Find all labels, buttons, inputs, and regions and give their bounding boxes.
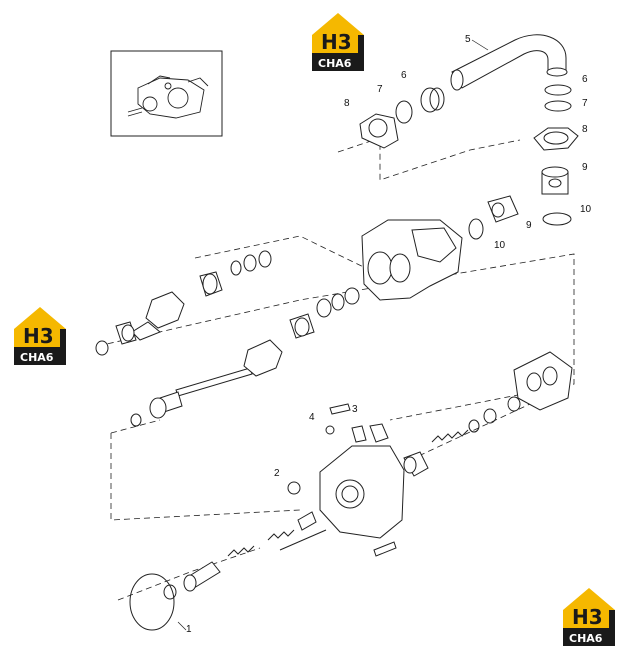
front-cover [319,423,429,539]
callout-2: 2 [274,468,280,479]
callout-6: 6 [582,74,588,85]
watermark-logo-mark: H3 [321,30,352,54]
callout-5: 5 [465,34,471,45]
middle-bearings [289,287,360,339]
watermark-logo: H3 CHA6 [312,13,364,71]
callout-6: 6 [401,70,407,81]
clamp-left [359,113,399,149]
callout-7: 7 [377,84,383,95]
callout-9: 9 [582,162,588,173]
clamp-right [533,127,579,151]
callout-10: 10 [494,240,506,251]
callout-3: 3 [352,404,358,415]
flange-fittings [468,166,572,240]
fasteners [287,403,397,557]
thumbnail-inset [110,50,223,137]
callout-1: 1 [186,624,192,635]
watermark-logo-caption: CHA6 [20,351,54,364]
callout-10: 10 [580,204,592,215]
drive-shaft [130,339,283,427]
dashed-guide-lines [97,137,575,601]
callout-4: 4 [309,412,315,423]
watermark-logo: H3 CHA6 [14,307,66,365]
seal-rings-upper [395,84,572,124]
callout-8: 8 [344,98,350,109]
valve-springs [227,396,521,557]
callout-7: 7 [582,98,588,109]
watermark-logo: H3 CHA6 [563,588,615,646]
watermark-logo-caption: CHA6 [569,632,603,645]
callout-labels: 5 6 6 7 7 8 8 9 9 10 10 4 3 2 1 [177,34,592,635]
callout-8: 8 [582,124,588,135]
lower-plunger [129,561,221,631]
callout-9: 9 [526,220,532,231]
suction-pipe [450,34,568,91]
pump-housing [361,219,463,301]
gasket-plate [513,351,573,411]
watermark-logo-mark: H3 [23,324,54,348]
upper-gear-shaft [95,250,272,356]
watermark-logo-caption: CHA6 [318,57,352,70]
watermark-logo-mark: H3 [572,605,603,629]
